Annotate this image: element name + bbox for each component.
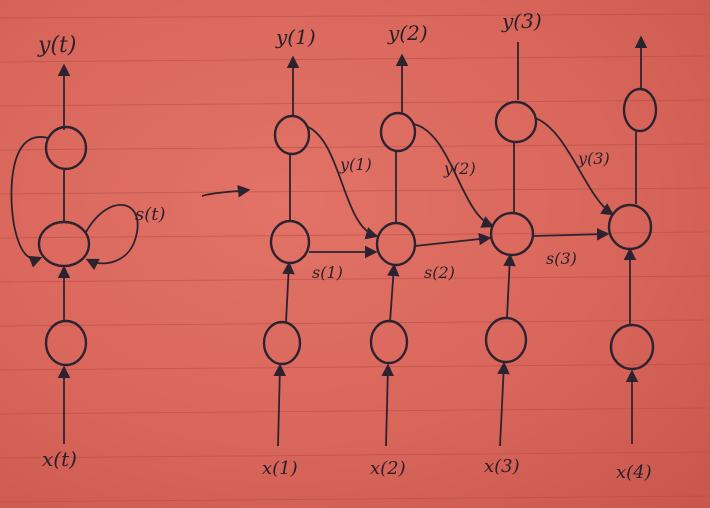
output-node-4 [622,87,658,133]
folded-output-label: y(t) [37,33,76,58]
feedback-edge-1 [305,125,379,240]
input-node-1 [262,320,302,366]
hidden-node-4 [607,203,653,251]
folded-state-loop [85,204,139,271]
input-hidden-edge-2 [386,263,400,323]
input-label-3: x(3) [484,456,520,477]
folded-feedback-loop [10,136,49,268]
input-node-3 [484,316,528,364]
hidden-node-2 [375,221,417,267]
state-label-1: s(1) [312,263,343,282]
folded-hidden-node [37,220,91,268]
folded-input-node [44,319,88,367]
folded-output-node [44,125,88,171]
feedback-label-3: y(3) [577,149,610,168]
state-edge-3 [532,227,610,241]
output-node-2 [379,111,417,153]
input-arrow-1 [273,363,287,447]
input-arrow-2 [381,363,395,447]
feedback-label-2: y(2) [443,159,476,178]
feedback-edge-2 [413,123,495,228]
unroll-arrow [201,184,251,198]
hidden-node-1 [269,219,311,265]
folded-rnn: y(t) s(t) x(t) [10,33,166,471]
output-node-3 [494,100,538,144]
state-label-2: s(2) [424,263,455,282]
input-hidden-edge-3 [503,253,516,319]
input-label-2: x(2) [370,458,406,479]
input-hidden-edge-1 [282,261,295,323]
state-label-3: s(3) [546,249,577,268]
feedback-edge-3 [534,117,615,216]
folded-state-label: s(t) [135,204,166,225]
state-edge-2 [414,232,492,247]
folded-input-label: x(t) [42,447,77,471]
ruled-lines [0,13,710,503]
input-node-4 [609,323,655,371]
output-node-1 [273,114,311,156]
unrolled-rnn: y(1) y(2) y(3) s(1) s(2) s(3) [262,9,658,483]
input-label-1: x(1) [262,458,298,479]
input-node-2 [369,319,409,365]
output-label-1: y(1) [275,25,316,49]
output-label-2: y(2) [387,21,428,45]
feedback-label-1: y(1) [339,155,372,174]
output-label-3: y(3) [501,9,542,33]
input-label-4: x(4) [616,462,652,483]
input-arrow-3 [497,361,510,447]
